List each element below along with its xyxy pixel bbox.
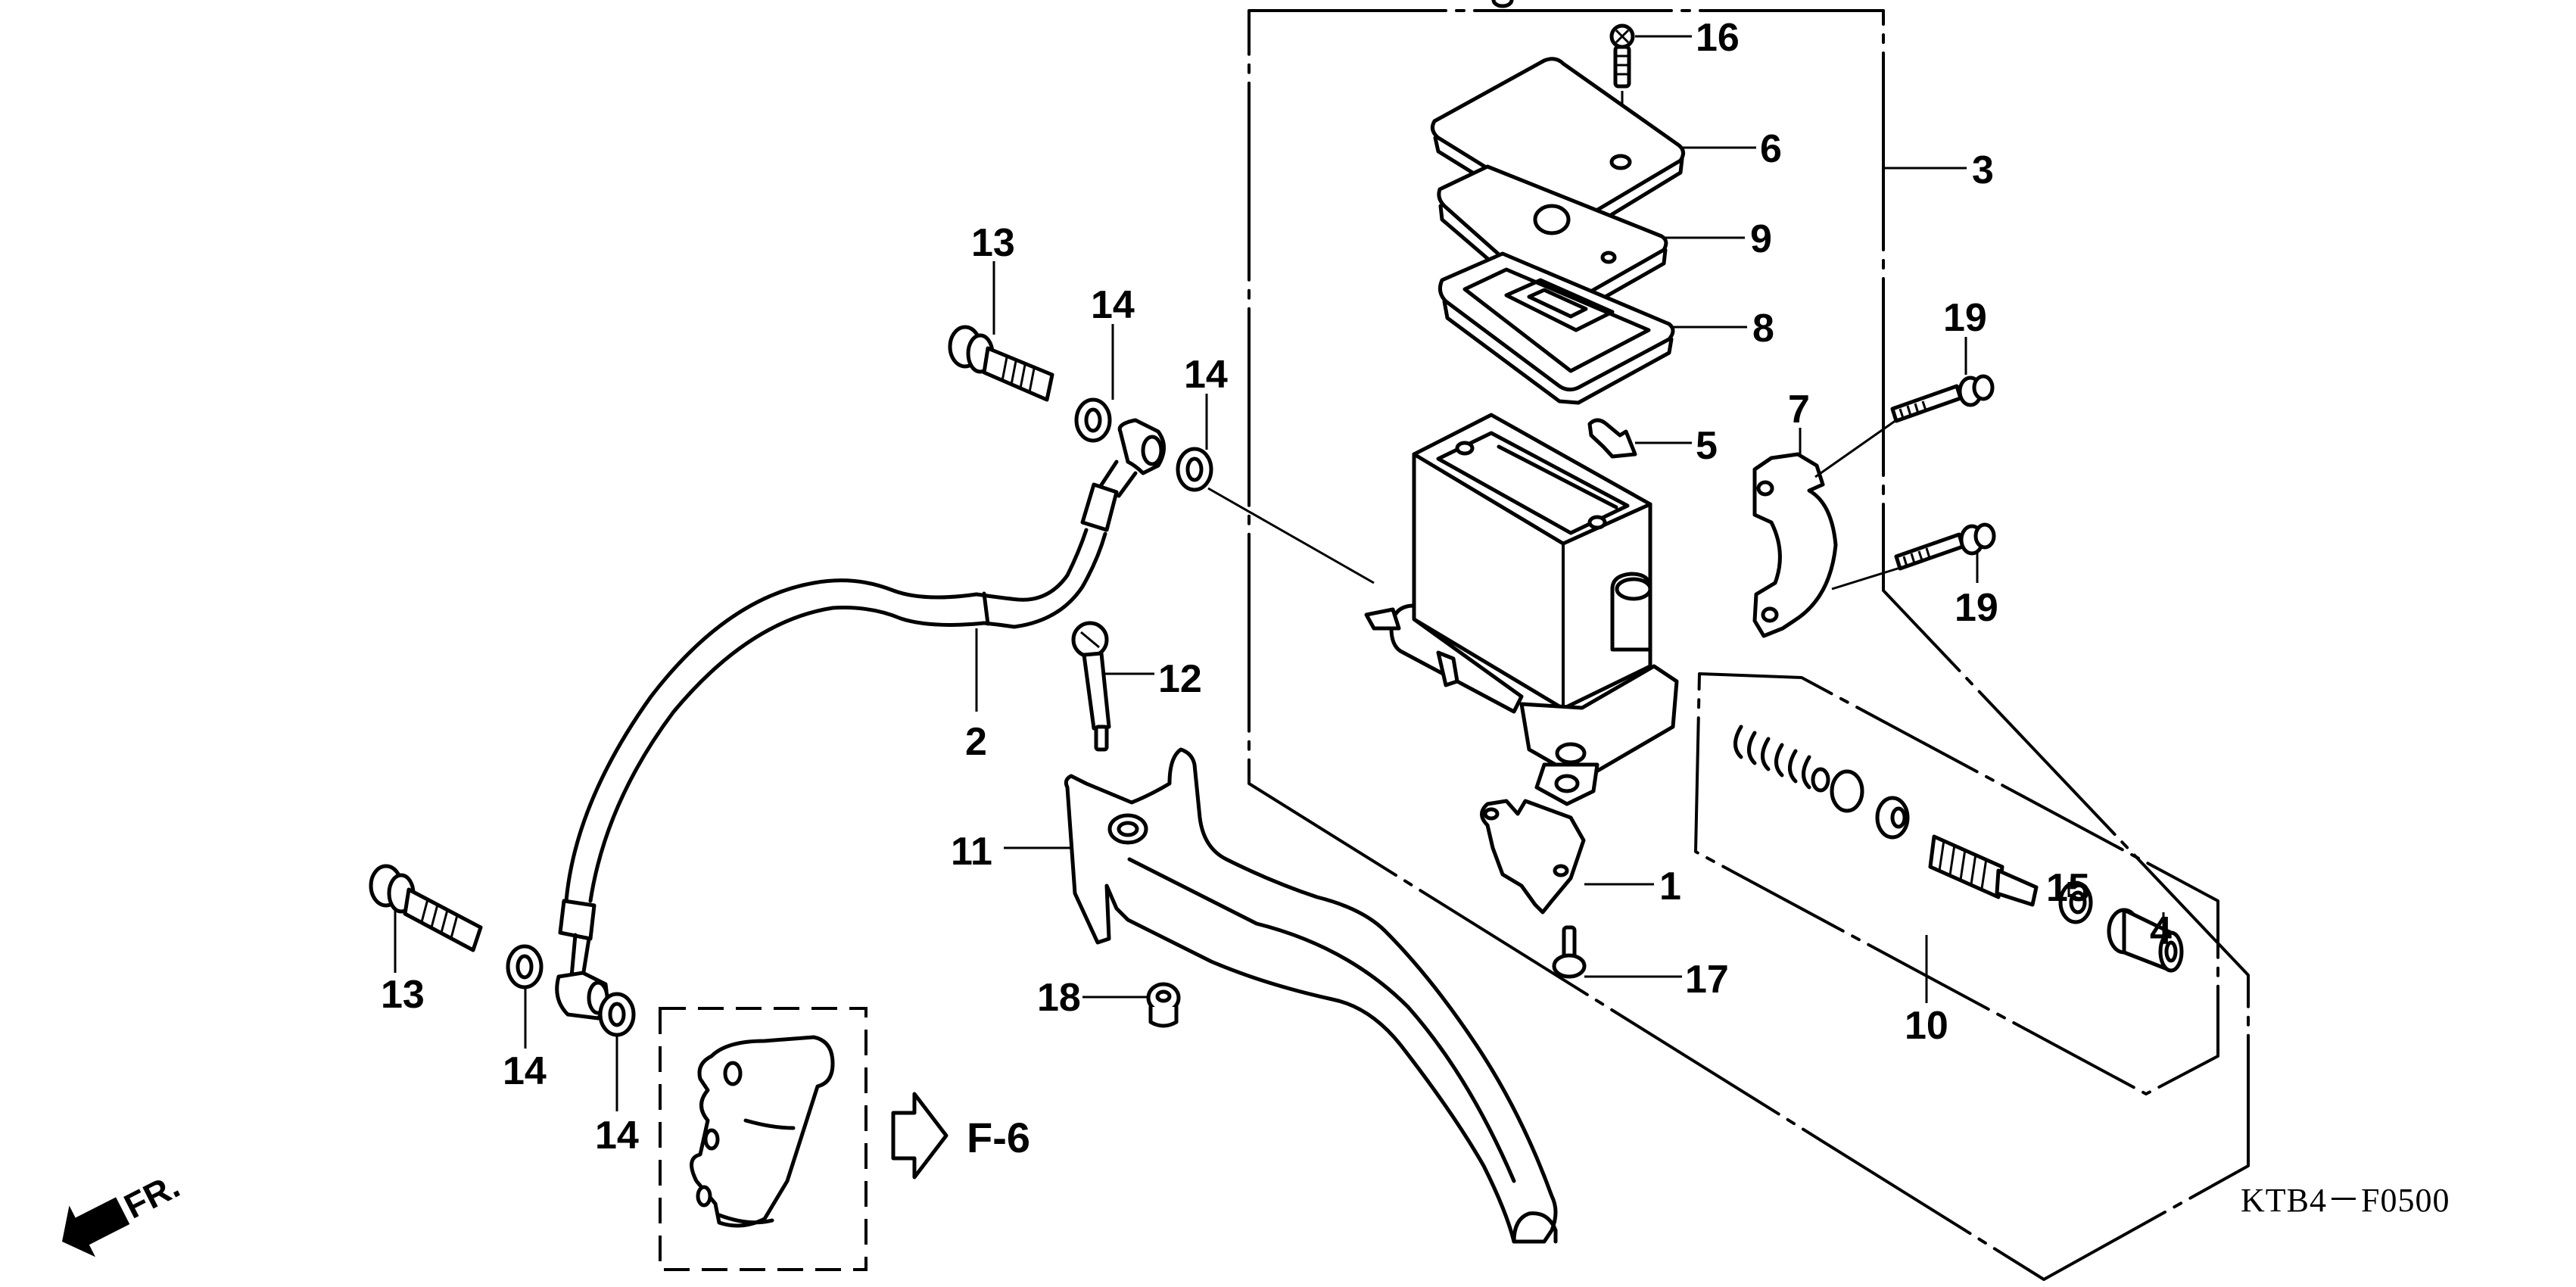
clip-icon[interactable] bbox=[1587, 418, 1637, 459]
callout-14-d[interactable]: 14 bbox=[595, 1114, 639, 1158]
screw-17-icon[interactable] bbox=[1552, 925, 1587, 979]
callout-10[interactable]: 10 bbox=[1905, 1004, 1948, 1048]
master-cylinder-body-icon[interactable] bbox=[1364, 413, 1679, 806]
brake-lever-icon[interactable] bbox=[1064, 747, 1558, 1244]
piston-set-boundary bbox=[1694, 672, 2219, 1095]
cross-reference-label[interactable]: F-6 bbox=[967, 1114, 1030, 1161]
callout-15[interactable]: 15 bbox=[2046, 866, 2090, 910]
callout-14-a[interactable]: 14 bbox=[1091, 283, 1135, 327]
flange-bolt-19-upper-icon[interactable] bbox=[1890, 374, 1995, 423]
callout-3[interactable]: 3 bbox=[1972, 148, 1994, 192]
lever-pivot-bolt-icon[interactable] bbox=[1071, 621, 1111, 752]
piston-spring-icon[interactable] bbox=[1733, 725, 1830, 793]
callout-4[interactable]: 4 bbox=[2150, 909, 2172, 953]
callout-1[interactable]: 1 bbox=[1659, 865, 1681, 908]
sealing-washer-14b-icon[interactable] bbox=[1176, 447, 1213, 492]
flange-bolt-19-lower-icon[interactable] bbox=[1894, 522, 1996, 571]
callout-7[interactable]: 7 bbox=[1788, 388, 1810, 432]
callout-9[interactable]: 9 bbox=[1750, 217, 1772, 261]
bolt-leader-upper bbox=[1814, 419, 1897, 478]
piston-cup-icon[interactable] bbox=[1830, 769, 1864, 813]
boot-icon[interactable] bbox=[2107, 908, 2184, 973]
callout-13-upper[interactable]: 13 bbox=[971, 221, 1015, 265]
nut-18-icon[interactable] bbox=[1146, 982, 1181, 1028]
sealing-washer-14d-icon[interactable] bbox=[598, 992, 636, 1037]
callout-19-lower[interactable]: 19 bbox=[1955, 586, 1998, 630]
assembly-group-boundary bbox=[1248, 9, 2250, 1281]
reference-arrow-icon bbox=[891, 1092, 948, 1179]
callout-5[interactable]: 5 bbox=[1696, 424, 1718, 468]
sealing-washer-14c-icon[interactable] bbox=[506, 944, 544, 989]
sealing-washer-14a-icon[interactable] bbox=[1074, 397, 1112, 443]
callout-13-lower[interactable]: 13 bbox=[381, 973, 425, 1017]
callout-14-c[interactable]: 14 bbox=[503, 1049, 547, 1093]
oil-bolt-13-lower-icon[interactable] bbox=[369, 864, 483, 952]
circlip-icon[interactable] bbox=[2058, 880, 2093, 924]
callout-8[interactable]: 8 bbox=[1752, 307, 1774, 351]
callout-18[interactable]: 18 bbox=[1037, 976, 1081, 1020]
secondary-cup-icon[interactable] bbox=[1875, 796, 1910, 840]
caliper-reference-box[interactable] bbox=[659, 1007, 867, 1271]
callout-12[interactable]: 12 bbox=[1158, 657, 1202, 701]
front-indicator-label: FR. bbox=[118, 1166, 186, 1226]
front-direction-indicator: FR. bbox=[62, 1166, 186, 1257]
bolt-leader-lower bbox=[1831, 566, 1901, 591]
callout-17[interactable]: 17 bbox=[1685, 958, 1729, 1002]
piston-icon[interactable] bbox=[1928, 834, 2039, 907]
stop-switch-icon[interactable] bbox=[1480, 799, 1586, 915]
callout-14-b[interactable]: 14 bbox=[1184, 353, 1228, 397]
brake-hose-icon[interactable] bbox=[555, 418, 1166, 1021]
callout-leaders bbox=[394, 35, 2165, 1111]
callout-19-upper[interactable]: 19 bbox=[1943, 296, 1987, 340]
diaphragm-icon[interactable] bbox=[1438, 251, 1675, 405]
master-cylinder-holder-icon[interactable] bbox=[1752, 452, 1838, 638]
oil-bolt-13-upper-icon[interactable] bbox=[948, 325, 1054, 402]
diagram-code: KTB4－F0500 bbox=[2241, 1182, 2450, 1219]
hose-leader-line bbox=[1207, 487, 1375, 584]
callout-11[interactable]: 11 bbox=[951, 830, 992, 874]
callout-2[interactable]: 2 bbox=[965, 720, 987, 764]
callout-16[interactable]: 16 bbox=[1696, 16, 1740, 60]
callout-labels: 16 6 3 9 8 13 14 14 19 7 5 19 12 2 11 1 … bbox=[381, 16, 2172, 1158]
callout-6[interactable]: 6 bbox=[1760, 127, 1782, 171]
